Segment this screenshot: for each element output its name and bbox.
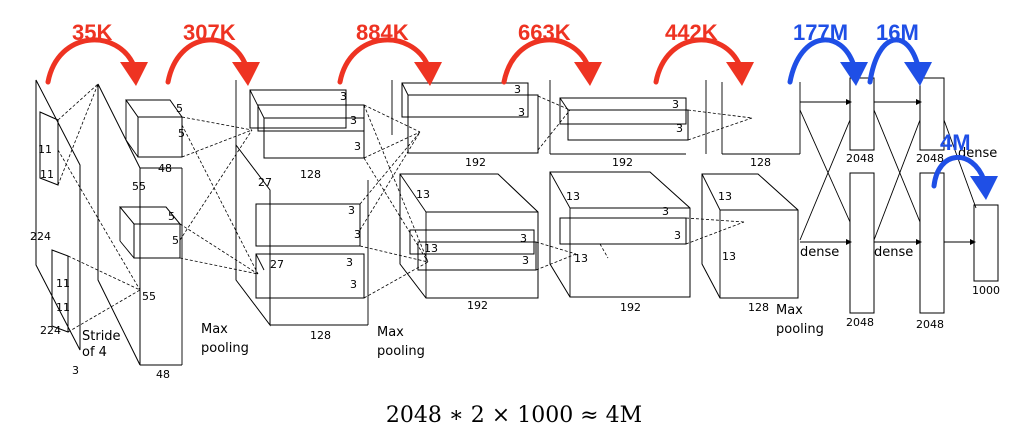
dense-label: dense: [874, 245, 913, 260]
layer2-size-label: 27: [270, 258, 284, 271]
layer2-depth-label: 128: [300, 168, 321, 181]
fc6-size-label: 2048: [846, 152, 874, 165]
input-depth-label: 3: [72, 364, 79, 377]
kernel-3-label: 3: [350, 278, 357, 291]
kernel-3-label: 3: [674, 229, 681, 242]
fc-layers: 2048 2048 2048 2048 1000 dense dense den…: [799, 77, 1000, 331]
layer3-projections: [535, 95, 577, 271]
layer1-projections: [179, 116, 259, 275]
layer1-size-label: 55: [132, 180, 146, 193]
kernel-3-label: 3: [662, 205, 669, 218]
stride-value-label: of 4: [82, 345, 107, 360]
arc-f3: 4M: [931, 130, 998, 200]
layer4-volume: 3 3 192 13 13 3 3 192: [549, 80, 691, 314]
layer1-depth-label: 48: [156, 368, 170, 381]
kernel-3-label: 3: [354, 140, 361, 153]
arc-c5: 442K: [653, 20, 754, 86]
param-count-fc8: 4M: [940, 130, 971, 155]
param-count-conv1: 35K: [72, 20, 112, 45]
kernel-5-label: 5: [178, 127, 185, 140]
kernel-3-label: 3: [672, 98, 679, 111]
input-height-label: 224: [30, 230, 51, 243]
layer2-volume: 3 3 3 3 3 3 3 27 27 128 128 Max pooling: [235, 80, 425, 359]
layer1-volume: 5 5 5 5 48 48 55 55 Max pooling: [97, 83, 249, 381]
layer1-size-label: 55: [142, 290, 156, 303]
fc6-size-label: 2048: [846, 316, 874, 329]
layer4-size-label: 13: [574, 252, 588, 265]
kernel-3-label: 3: [350, 114, 357, 127]
param-count-conv5: 442K: [665, 20, 718, 45]
kernel-3-label: 3: [518, 106, 525, 119]
maxpool-label: pooling: [201, 341, 249, 356]
layer3-depth-label: 192: [467, 299, 488, 312]
layer5-depth-label: 128: [748, 301, 769, 314]
layer4-depth-label: 192: [620, 301, 641, 314]
arc-c2: 307K: [165, 20, 260, 86]
kernel-5-label: 5: [172, 234, 179, 247]
layer4-projections: [599, 109, 753, 259]
layer2-size-label: 27: [258, 176, 272, 189]
layer5-depth-label: 128: [750, 156, 771, 169]
input-projections: [57, 83, 141, 333]
layer3-volume: 3 3 192 13 13 3 3 192: [391, 80, 539, 312]
param-count-fc7: 16M: [876, 20, 919, 45]
layer3-size-label: 13: [416, 188, 430, 201]
layer3-size-label: 13: [424, 242, 438, 255]
param-count-conv4: 663K: [518, 20, 571, 45]
output-size-label: 1000: [972, 284, 1000, 297]
maxpool-label: Max: [201, 322, 228, 337]
kernel-11-label: 11: [38, 143, 52, 156]
dense-label: dense: [800, 245, 839, 260]
param-count-fc6: 177M: [793, 20, 848, 45]
param-count-conv2: 307K: [183, 20, 236, 45]
kernel-3-label: 3: [346, 256, 353, 269]
maxpool-label: pooling: [776, 322, 824, 337]
kernel-5-label: 5: [168, 210, 175, 223]
layer4-depth-label: 192: [612, 156, 633, 169]
input-width-label: 224: [40, 324, 61, 337]
arc-c1: 35K: [45, 20, 148, 86]
kernel-3-label: 3: [514, 83, 521, 96]
kernel-5-label: 5: [176, 102, 183, 115]
kernel-3-label: 3: [676, 122, 683, 135]
kernel-3-label: 3: [354, 228, 361, 241]
layer1-depth-label: 48: [158, 162, 172, 175]
param-arcs: 35K 307K 884K 663K 442K 177M: [45, 20, 998, 200]
layer3-depth-label: 192: [465, 156, 486, 169]
param-count-conv3: 884K: [356, 20, 409, 45]
fc7-size-label: 2048: [916, 318, 944, 331]
kernel-3-label: 3: [348, 204, 355, 217]
kernel-11-label: 11: [56, 301, 70, 314]
kernel-3-label: 3: [520, 232, 527, 245]
layer2-depth-label: 128: [310, 329, 331, 342]
kernel-11-label: 11: [56, 277, 70, 290]
param-formula: 2048 ∗ 2 × 1000 ≈ 4M: [386, 403, 642, 428]
maxpool-label: Max: [377, 325, 404, 340]
kernel-11-label: 11: [40, 168, 54, 181]
maxpool-label: Max: [776, 303, 803, 318]
arc-c4: 663K: [501, 20, 602, 86]
kernel-3-label: 3: [522, 254, 529, 267]
arc-f1: 177M: [787, 20, 868, 86]
layer5-volume: 128 13 13 128 Max pooling: [701, 80, 824, 337]
arc-f2: 16M: [867, 20, 932, 86]
maxpool-label: pooling: [377, 344, 425, 359]
layer4-size-label: 13: [566, 190, 580, 203]
stride-label: Stride: [82, 329, 121, 344]
arc-c3: 884K: [337, 20, 442, 86]
fc7-size-label: 2048: [916, 152, 944, 165]
layer5-size-label: 13: [722, 250, 736, 263]
kernel-3-label: 3: [340, 90, 347, 103]
layer5-size-label: 13: [718, 190, 732, 203]
layer2-projections: [359, 104, 429, 299]
input-volume: 224 224 3 11 11 11 11 Stride of 4: [30, 79, 121, 377]
